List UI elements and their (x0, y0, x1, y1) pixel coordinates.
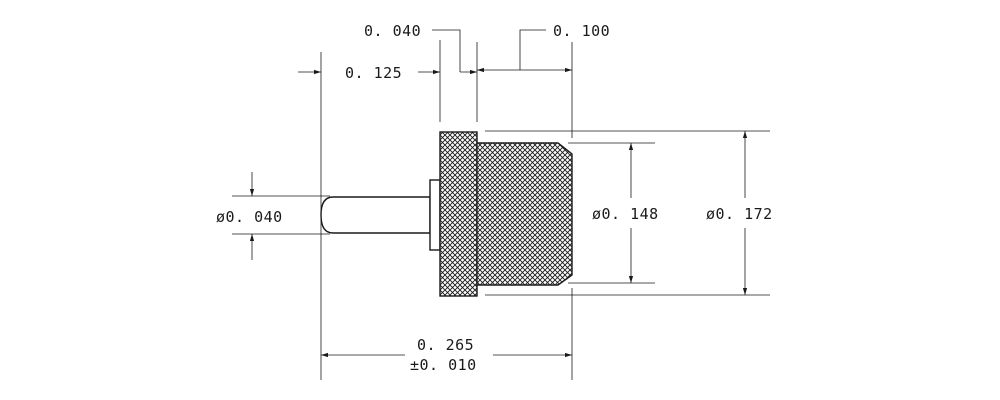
dim-0125-label: 0. 125 (345, 64, 402, 82)
dim-0100-label: 0. 100 (553, 22, 610, 40)
knurled-body (476, 142, 573, 286)
dim-0265-label: 0. 265 (417, 336, 474, 354)
dim-dia-0172-label: ø0. 172 (706, 205, 773, 223)
contact-pin (320, 196, 431, 234)
dim-0040-label: 0. 040 (364, 22, 421, 40)
dim-0265-tolerance: ±0. 010 (410, 356, 477, 374)
dim-dia-0148-label: ø0. 148 (592, 205, 659, 223)
dim-dia-0040-label: ø0. 040 (216, 208, 283, 226)
pin-collar (429, 179, 441, 251)
dim-0040-leader (432, 29, 461, 72)
dim-0100-leader (519, 29, 546, 70)
knurled-flange (439, 131, 478, 297)
